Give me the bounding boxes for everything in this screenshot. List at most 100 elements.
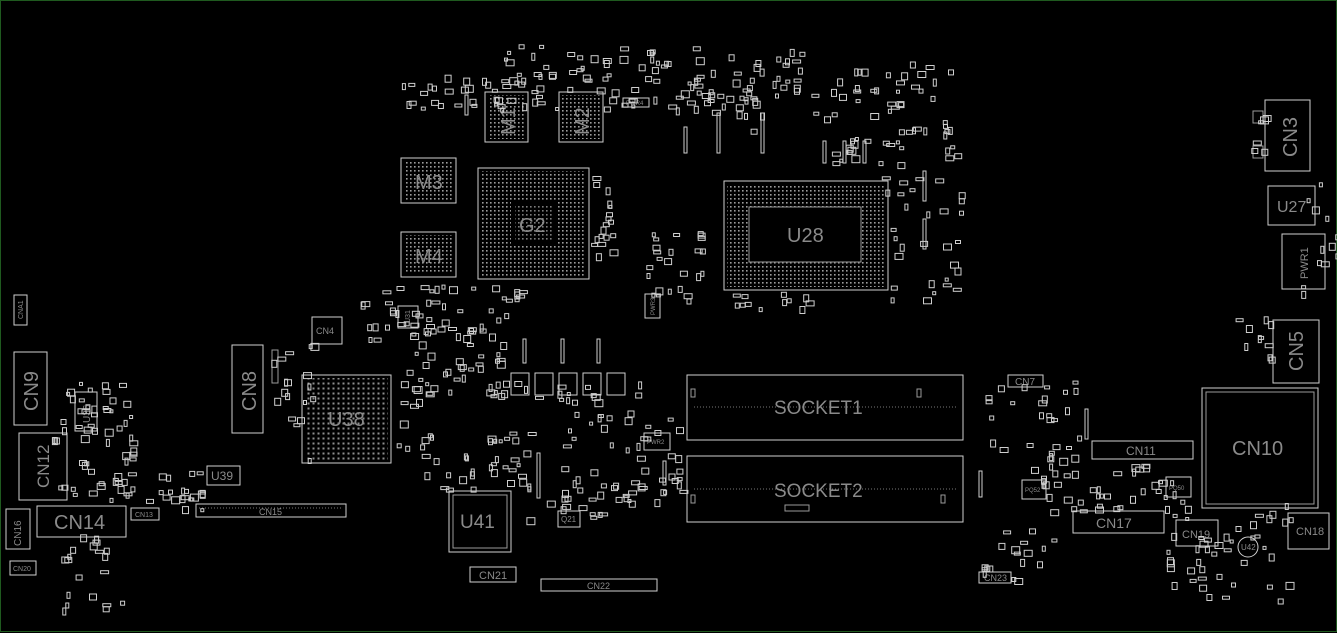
inductor: [558, 372, 578, 396]
memory-m4[interactable]: M4: [400, 231, 457, 278]
smd-part: [495, 97, 503, 105]
smd-part: [854, 137, 859, 141]
resistor-array: [922, 218, 927, 250]
smd-part: [638, 381, 643, 390]
smd-part: [855, 99, 861, 104]
smd-part: [1003, 530, 1012, 535]
smd-part: [288, 416, 297, 422]
smd-part: [493, 390, 498, 395]
connector-cn17[interactable]: CN17: [1072, 510, 1165, 534]
smd-part: [861, 68, 869, 77]
smd-part: [610, 233, 617, 239]
power-pwr1[interactable]: PWR1: [1281, 233, 1326, 290]
chip-u27[interactable]: U27: [1267, 185, 1316, 226]
smd-part: [636, 455, 646, 462]
inductor-pq52[interactable]: PQ52: [1021, 479, 1047, 500]
smd-part: [667, 288, 672, 295]
smd-part: [124, 457, 129, 466]
smd-part: [939, 208, 949, 215]
chip-u31[interactable]: U31: [397, 305, 419, 329]
connector-cn18[interactable]: CN18: [1287, 512, 1330, 550]
connector-cna1[interactable]: CNA1: [13, 294, 28, 326]
smd-part: [1222, 595, 1230, 600]
connector-cn4[interactable]: CN4: [311, 316, 343, 345]
socket1[interactable]: SOCKET1: [686, 374, 964, 441]
cpu-u28[interactable]: U28: [723, 180, 889, 291]
inductor-pq50[interactable]: PQ50: [1165, 476, 1192, 498]
socket2[interactable]: SOCKET2: [686, 455, 964, 523]
power-pwr4[interactable]: PWR4: [622, 97, 650, 108]
smd-part: [1231, 582, 1236, 588]
q21-label: Q21: [561, 515, 577, 524]
connector-cn12[interactable]: CN12: [18, 432, 68, 501]
smd-part: [1132, 468, 1137, 477]
smd-part: [772, 80, 777, 89]
smd-part: [631, 87, 640, 93]
smd-part: [890, 297, 895, 304]
smd-part: [885, 72, 891, 79]
connector-cn13[interactable]: CN13: [130, 507, 160, 521]
smd-part: [431, 300, 441, 305]
smd-part: [904, 203, 909, 211]
smd-part: [776, 56, 782, 63]
transistor-q21[interactable]: Q21: [557, 510, 581, 528]
connector-cn15[interactable]: CN15: [195, 503, 347, 518]
smd-part: [693, 105, 699, 114]
smd-part: [918, 88, 924, 94]
connector-cn22[interactable]: CN22: [540, 578, 658, 592]
smd-part: [641, 467, 650, 475]
pch-u38[interactable]: U38: [301, 374, 392, 464]
connector-cn5[interactable]: CN5: [1272, 319, 1320, 384]
cn19-label: CN19: [1182, 529, 1210, 541]
chip-u41[interactable]: U41: [448, 490, 512, 553]
smd-part: [88, 468, 95, 475]
connector-cn9[interactable]: CN9: [13, 351, 48, 426]
smd-part: [1258, 335, 1265, 340]
memory-m1[interactable]: M1: [484, 91, 529, 143]
smd-part: [679, 489, 689, 494]
memory-m3[interactable]: M3: [400, 157, 457, 204]
connector-cn8[interactable]: CN8: [231, 344, 279, 434]
smd-part: [496, 352, 501, 358]
power-pwr3[interactable]: PWR3: [644, 293, 661, 319]
cn21-label: CN21: [479, 570, 507, 582]
connector-cn14[interactable]: CN14: [36, 505, 127, 538]
smd-part: [385, 324, 390, 331]
smd-part: [493, 438, 498, 444]
connector-cn11[interactable]: CN11: [1091, 440, 1194, 460]
chip-u42[interactable]: U42: [1237, 536, 1259, 558]
gpu-g2[interactable]: G2: [477, 167, 590, 280]
chip-u39[interactable]: U39: [206, 465, 241, 486]
smd-part: [1235, 318, 1244, 323]
connector-cn7[interactable]: CN7: [1007, 374, 1044, 388]
smd-part: [1262, 545, 1267, 550]
resistor-array: [464, 94, 469, 116]
smd-part: [571, 436, 577, 441]
smd-part: [652, 244, 661, 251]
resistor-array: [978, 470, 983, 498]
smd-part: [66, 591, 71, 599]
smd-part: [411, 386, 421, 393]
connector-cn3[interactable]: CN3: [1252, 99, 1311, 172]
smd-part: [1041, 395, 1048, 404]
memory-m2[interactable]: M2: [558, 91, 604, 143]
connector-cn23[interactable]: CN23: [978, 571, 1012, 584]
smd-part: [699, 248, 706, 255]
smd-part: [697, 235, 706, 241]
smd-part: [686, 298, 692, 305]
connector-cn10[interactable]: CN10: [1201, 387, 1319, 509]
connector-cn20[interactable]: CN20: [9, 560, 37, 576]
smd-part: [1059, 457, 1069, 466]
smd-part: [429, 289, 435, 294]
smd-part: [461, 374, 466, 383]
smd-part: [83, 426, 92, 434]
smd-part: [531, 90, 539, 95]
connector-cn16[interactable]: CN16: [5, 508, 31, 550]
smd-part: [129, 457, 137, 462]
smd-part: [1269, 510, 1277, 519]
smd-part: [700, 270, 705, 277]
smd-part: [102, 552, 109, 561]
smd-part: [367, 324, 373, 332]
connector-cn21[interactable]: CN21: [469, 566, 517, 583]
